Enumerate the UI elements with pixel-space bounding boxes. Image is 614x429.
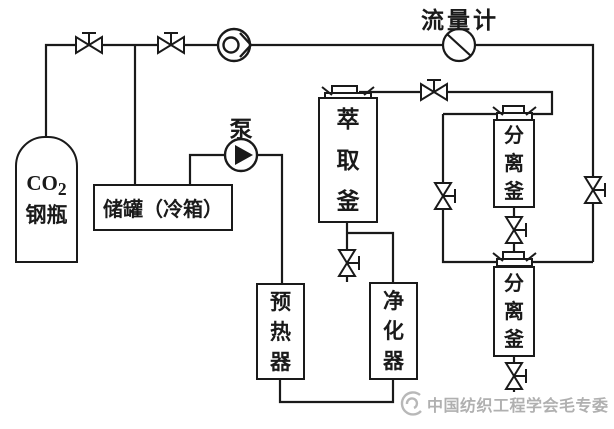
check-valve-icon (216, 27, 253, 63)
co2-cylinder-vessel: CO2 钢瓶 (15, 136, 78, 263)
flow-meter-icon (441, 27, 477, 63)
flow-meter-label: 流量计 (421, 8, 499, 33)
preheater-vessel: 预热器 (256, 283, 305, 380)
extraction-kettle-vessel: 萃取釜 (318, 97, 378, 223)
valve-icon (583, 176, 606, 204)
storage-tank-label: 储罐（冷箱） (103, 199, 223, 221)
pipe-purifier-to-extractor (347, 231, 395, 283)
valve-icon (504, 216, 527, 244)
pipe-separator1-bypass (441, 114, 593, 264)
storage-tank-vessel: 储罐（冷箱） (93, 184, 233, 231)
pump-icon (223, 137, 259, 173)
valve-icon (504, 362, 527, 390)
separation-kettle-1-label: 分离釜 (504, 124, 524, 203)
extraction-kettle-label: 萃取釜 (336, 106, 360, 214)
purifier-label: 净化器 (383, 289, 404, 373)
valve-icon (75, 32, 103, 55)
valve-icon (337, 249, 360, 277)
co2-cylinder-label: 钢瓶 (25, 202, 68, 227)
watermark-logo-icon (400, 391, 422, 416)
pipe-tank-to-pump (188, 153, 228, 185)
preheater-label: 预热器 (270, 289, 291, 374)
separation-kettle-1-vessel: 分离釜 (493, 119, 535, 208)
separation-kettle-2-vessel: 分离釜 (493, 266, 535, 357)
pipe-pump-to-preheater (255, 153, 284, 284)
pipe-preheater-to-purifier (278, 378, 395, 404)
purifier-vessel: 净化器 (369, 282, 418, 380)
valve-icon (433, 182, 456, 210)
vessel-lid-icon (492, 251, 537, 267)
watermark-text: 中国纺织工程学会毛专委 (427, 398, 609, 415)
co2-formula: CO2 (26, 171, 67, 200)
pipe-top-main (44, 43, 595, 262)
valve-icon (157, 32, 185, 55)
pump-label: 泵 (229, 117, 253, 142)
vessel-lid-icon (492, 105, 537, 121)
valve-icon (420, 79, 448, 102)
separation-kettle-2-label: 分离釜 (504, 272, 524, 351)
